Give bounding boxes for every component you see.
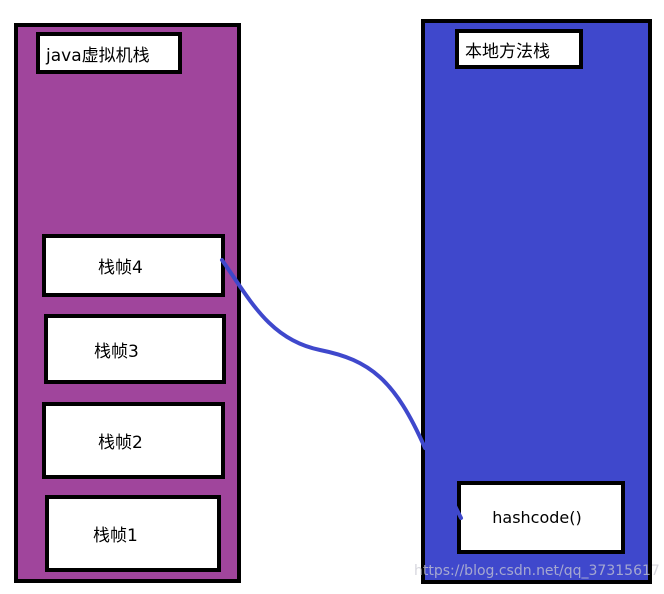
stack-frame-4: 栈帧4 bbox=[42, 234, 225, 297]
watermark-text: https://blog.csdn.net/qq_37315617 bbox=[414, 563, 660, 579]
connector-tail bbox=[450, 498, 463, 520]
stack-frame-2: 栈帧2 bbox=[42, 402, 225, 479]
jvm-stack-title: java虚拟机栈 bbox=[36, 32, 182, 74]
stack-frame-3: 栈帧3 bbox=[44, 314, 226, 384]
jvm-stack: java虚拟机栈 栈帧4 栈帧3 栈帧2 栈帧1 bbox=[14, 23, 241, 583]
connector-curve bbox=[220, 258, 427, 450]
native-stack-title: 本地方法栈 bbox=[455, 29, 583, 69]
stack-frame-1: 栈帧1 bbox=[45, 495, 221, 572]
native-method-stack: 本地方法栈 hashcode() bbox=[421, 19, 652, 584]
native-method-hashcode: hashcode() bbox=[457, 481, 625, 554]
